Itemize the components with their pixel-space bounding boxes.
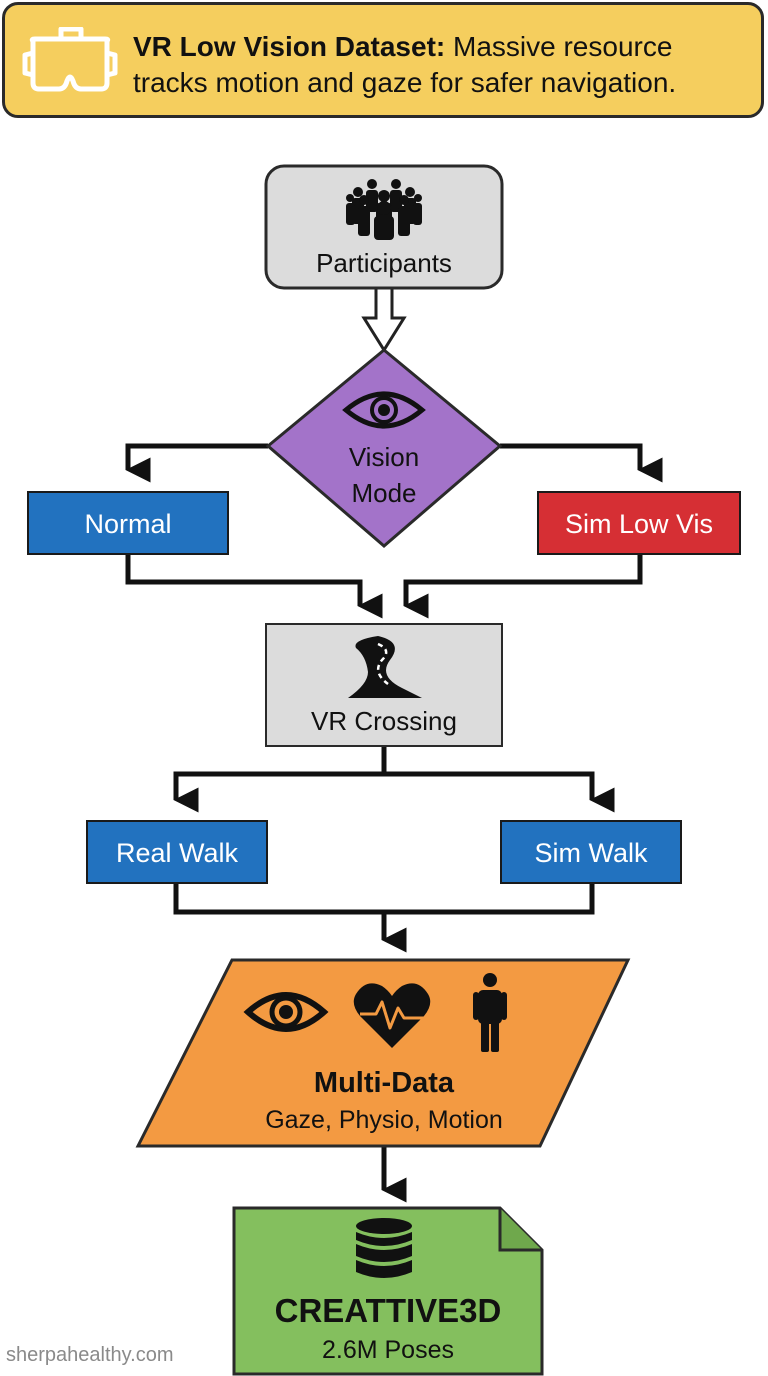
vr-crossing-label: VR Crossing — [311, 706, 457, 736]
edge-sim-vr — [403, 554, 643, 619]
participants-node: Participants — [264, 164, 504, 290]
multi-data-subtitle: Gaze, Physio, Motion — [265, 1106, 503, 1134]
banner-description: Massive resource tracks motion and gaze … — [133, 31, 677, 98]
vision-mode-node: Vision Mode — [265, 348, 503, 548]
edge-vision-normal — [125, 443, 268, 483]
heart-rate-icon — [353, 983, 431, 1048]
watermark: sherpahealthy.com — [6, 1344, 174, 1366]
normal-label: Normal — [84, 509, 171, 539]
creattive3d-title: CREATTIVE3D — [275, 1292, 502, 1329]
creattive3d-subtitle: 2.6M Poses — [322, 1336, 454, 1364]
edge-vr-sim — [384, 771, 615, 813]
hollow-arrow — [361, 286, 407, 353]
people-group-icon — [346, 179, 422, 240]
multi-data-node: Multi-Data Gaze, Physio, Motion — [135, 958, 631, 1148]
multi-data-title: Multi-Data — [314, 1067, 455, 1099]
person-icon — [473, 973, 507, 1052]
vision-mode-label-line1: Vision — [349, 442, 419, 472]
banner-text: VR Low Vision Dataset: Massive resource … — [133, 29, 753, 101]
creattive3d-node: CREATTIVE3D 2.6M Poses — [232, 1206, 544, 1376]
sim-walk-node: Sim Walk — [500, 820, 682, 884]
sim-walk-label: Sim Walk — [535, 838, 648, 868]
normal-node: Normal — [27, 491, 229, 555]
vr-headset-icon — [22, 27, 118, 92]
participants-label: Participants — [316, 248, 452, 278]
edge-vision-sim-low-vis — [500, 443, 663, 483]
vision-mode-label-line2: Mode — [351, 478, 416, 508]
banner-title: VR Low Vision Dataset: — [133, 31, 446, 62]
edge-walks-merge — [173, 884, 595, 915]
road-icon — [348, 636, 422, 698]
edge-vr-real — [173, 771, 384, 813]
connectors — [125, 286, 663, 1203]
sim-low-vis-node: Sim Low Vis — [537, 491, 741, 555]
vr-crossing-node: VR Crossing — [265, 623, 503, 747]
eye-icon — [342, 391, 426, 429]
banner: VR Low Vision Dataset: Massive resource … — [2, 2, 764, 118]
real-walk-node: Real Walk — [86, 820, 268, 884]
sim-low-vis-label: Sim Low Vis — [565, 509, 713, 539]
real-walk-label: Real Walk — [116, 838, 239, 868]
edge-normal-vr — [125, 554, 383, 619]
database-icon — [356, 1218, 412, 1278]
eye-icon — [243, 992, 329, 1032]
